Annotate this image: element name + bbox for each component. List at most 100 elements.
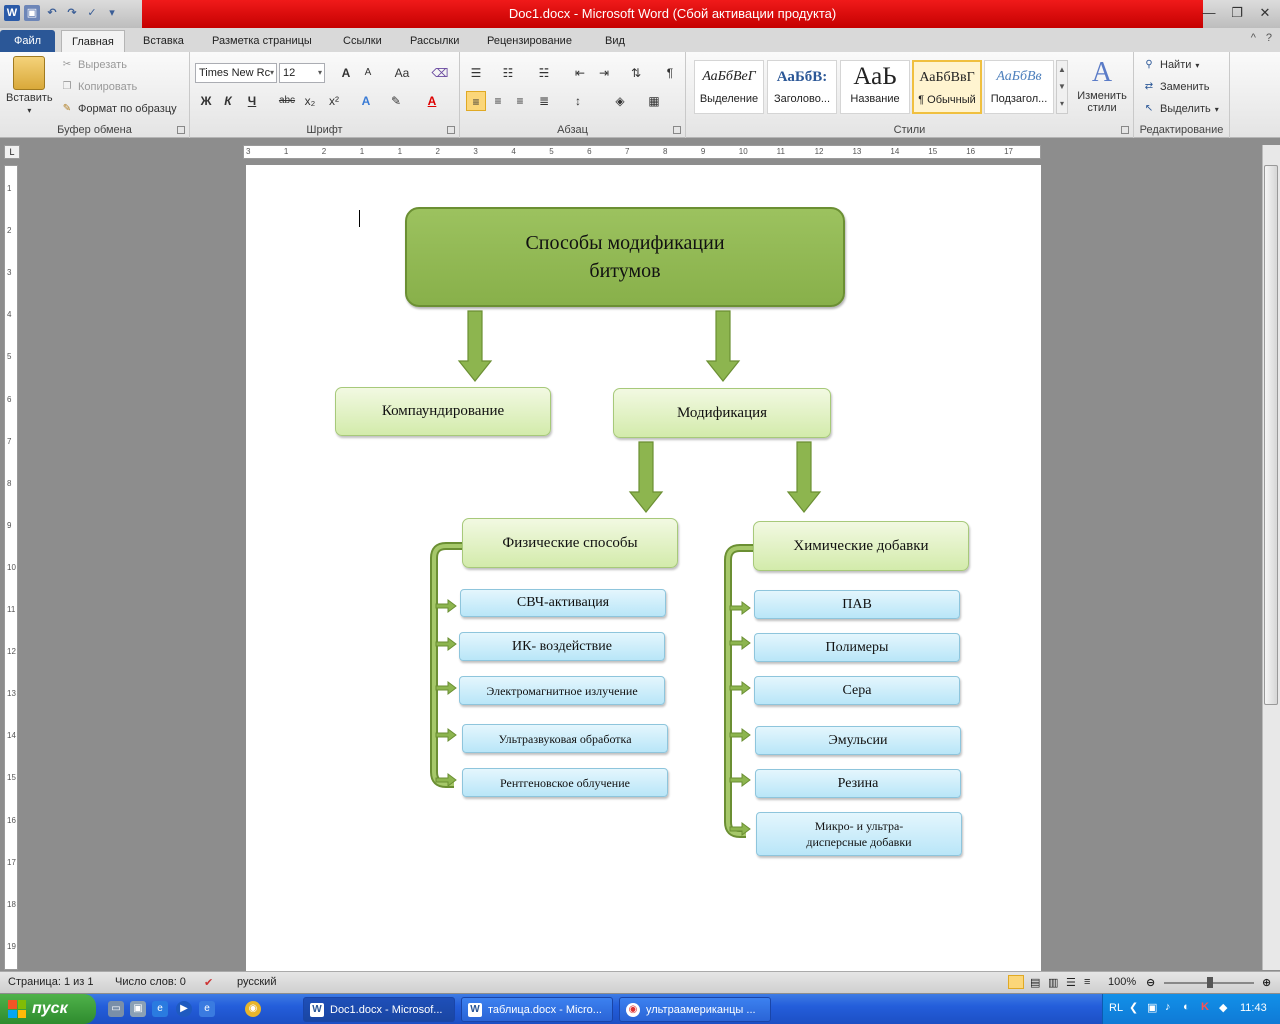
volume-icon[interactable]: ♪ [1165, 1001, 1171, 1013]
node-compounding[interactable]: Компаундирование [335, 387, 551, 436]
tab-references[interactable]: Ссылки [343, 35, 382, 47]
node-surfactants[interactable]: ПАВ [754, 590, 960, 619]
word-logo-icon[interactable]: W [4, 5, 20, 21]
chevron-down-icon[interactable]: ▾ [1195, 60, 1200, 70]
align-right-icon[interactable]: ≡ [516, 94, 524, 108]
close-icon[interactable]: ✕ [1259, 5, 1271, 20]
browser-icon[interactable]: e [199, 1001, 215, 1017]
paragraph-launcher-icon[interactable] [673, 126, 681, 134]
change-styles-button[interactable]: A Изменить стили [1072, 58, 1132, 115]
node-rubber[interactable]: Резина [755, 769, 961, 798]
tray-expand-icon[interactable]: ❮ [1129, 1002, 1139, 1014]
underline-button[interactable]: Ч [247, 94, 257, 108]
scrollbar-thumb[interactable] [1264, 165, 1278, 705]
zoom-in-icon[interactable]: ⊕ [1262, 977, 1272, 989]
diagram-root[interactable]: Способы модификации битумов [405, 207, 845, 307]
node-dispersed-additives[interactable]: Микро- и ультра- дисперсные добавки [756, 812, 962, 856]
start-button[interactable]: пуск [0, 994, 96, 1024]
check-icon[interactable]: ✓ [87, 7, 97, 19]
word-count[interactable]: Число слов: 0 [115, 976, 186, 988]
task-doc1[interactable]: W Doc1.docx - Microsof... [303, 997, 455, 1022]
shrink-font-button[interactable]: A [364, 67, 372, 78]
tab-view[interactable]: Вид [605, 35, 625, 47]
justify-icon[interactable]: ≣ [538, 94, 550, 108]
security-icon[interactable]: ◐ [1183, 1001, 1190, 1013]
copy-button[interactable]: ❐ Копировать [60, 80, 138, 94]
borders-icon[interactable]: ▦ [648, 94, 660, 108]
restore-icon[interactable]: ❐ [1231, 5, 1243, 20]
multilevel-list-icon[interactable]: ☵ [538, 66, 550, 80]
node-electromagnetic[interactable]: Электромагнитное излучение [459, 676, 665, 705]
numbering-icon[interactable]: ☷ [502, 66, 514, 80]
node-modification[interactable]: Модификация [613, 388, 831, 438]
network-icon[interactable]: ▣ [1147, 1002, 1158, 1014]
node-polymers[interactable]: Полимеры [754, 633, 960, 662]
select-button[interactable]: ↖ Выделить ▾ [1142, 102, 1219, 116]
font-size-input[interactable]: 12 ▾ [279, 63, 325, 83]
page-count[interactable]: Страница: 1 из 1 [8, 976, 94, 988]
customize-toolbar-icon[interactable]: ▾ [109, 7, 115, 19]
web-layout-view-icon[interactable]: ▥ [1048, 977, 1059, 989]
node-physical-methods[interactable]: Физические способы [462, 518, 678, 568]
highlight-icon[interactable]: ✎ [390, 94, 402, 108]
font-color-icon[interactable]: A [427, 94, 437, 108]
task-table-doc[interactable]: W таблица.docx - Micro... [461, 997, 613, 1022]
proofing-icon[interactable]: ✔ [204, 977, 214, 989]
tab-review[interactable]: Рецензирование [487, 35, 572, 47]
print-layout-view-icon[interactable] [1008, 975, 1024, 989]
increase-indent-icon[interactable]: ⇥ [598, 66, 610, 80]
tab-insert[interactable]: Вставка [143, 35, 184, 47]
node-infrared[interactable]: ИК- воздействие [459, 632, 665, 661]
align-left-icon[interactable]: ≡ [466, 91, 486, 111]
node-emulsions[interactable]: Эмульсии [755, 726, 961, 755]
style-emphasis[interactable]: АаБбВеГ Выделение [694, 60, 764, 114]
paste-dropdown-icon[interactable]: ▾ [27, 106, 32, 115]
shading-icon[interactable]: ◈ [615, 94, 625, 108]
node-ultrasonic[interactable]: Ультразвуковая обработка [462, 724, 668, 753]
text-effects-icon[interactable]: A [361, 94, 371, 108]
cut-button[interactable]: ✂ Вырезать [60, 58, 127, 72]
draft-view-icon[interactable]: ≡ [1084, 976, 1091, 988]
styles-scroll[interactable]: ▲▼▾ [1056, 60, 1068, 114]
tab-file[interactable]: Файл [0, 30, 55, 52]
outline-view-icon[interactable]: ☰ [1066, 977, 1076, 989]
pilcrow-icon[interactable]: ¶ [666, 66, 674, 80]
language[interactable]: русский [237, 976, 277, 988]
replace-button[interactable]: ⇄ Заменить [1142, 80, 1210, 94]
clear-formatting-icon[interactable]: ⌫ [431, 66, 449, 80]
change-case-button[interactable]: Aa [394, 66, 410, 80]
explorer-icon[interactable]: ▣ [130, 1001, 146, 1017]
align-center-icon[interactable]: ≡ [494, 94, 502, 108]
save-icon[interactable]: ▣ [24, 5, 40, 21]
task-chrome[interactable]: ◉ ультраамериканцы ... [619, 997, 771, 1022]
style-heading[interactable]: АаБбВ: Заголово... [767, 60, 837, 114]
show-desktop-icon[interactable]: ▭ [108, 1001, 124, 1017]
chrome-icon[interactable]: ◉ [245, 1001, 261, 1017]
subscript-button[interactable]: x₂ [304, 94, 316, 108]
ribbon-minimize-icon[interactable]: ^ [1250, 32, 1256, 44]
sort-icon[interactable]: ⇅ [630, 66, 642, 80]
internet-explorer-icon[interactable]: e [152, 1001, 168, 1017]
tab-selector[interactable]: L [4, 145, 20, 159]
grow-font-button[interactable]: A [341, 66, 351, 80]
tab-page-layout[interactable]: Разметка страницы [212, 35, 312, 47]
tab-home[interactable]: Главная [61, 30, 125, 52]
format-painter-button[interactable]: ✎ Формат по образцу [60, 102, 177, 116]
paste-button[interactable]: Вставить ▾ [6, 56, 53, 115]
tab-mailings[interactable]: Рассылки [410, 35, 460, 47]
style-subtitle[interactable]: АаБбВв Подзагол... [984, 60, 1054, 114]
font-name-input[interactable]: Times New Rc ▾ [195, 63, 277, 83]
chevron-down-icon[interactable]: ▾ [269, 68, 274, 77]
bold-button[interactable]: Ж [200, 94, 212, 108]
style-normal[interactable]: АаБбВвГ ¶ Обычный [912, 60, 982, 114]
line-spacing-icon[interactable]: ↕ [575, 94, 581, 108]
full-screen-view-icon[interactable]: ▤ [1030, 977, 1041, 989]
chevron-down-icon[interactable]: ▾ [317, 68, 322, 77]
antivirus-icon[interactable]: K [1201, 1001, 1209, 1013]
strikethrough-button[interactable]: abc [278, 95, 296, 106]
node-sulfur[interactable]: Сера [754, 676, 960, 705]
zoom-slider-thumb[interactable] [1207, 977, 1213, 988]
node-microwave[interactable]: СВЧ-активация [460, 589, 666, 617]
